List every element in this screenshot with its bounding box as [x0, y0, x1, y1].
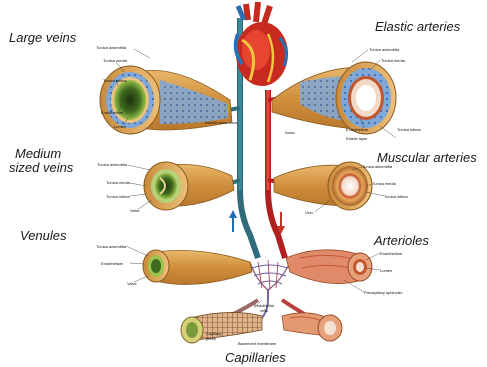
heart-icon: [236, 2, 288, 86]
label-cap-basement-membrane: Basement membrane: [238, 341, 276, 346]
capillary-arterial-end: [282, 313, 342, 341]
label-lv-lumen: Lumen: [114, 124, 126, 129]
title-medium-veins-line2: sized veins: [9, 160, 73, 175]
label-lv-tunica-media: Tunica media: [103, 58, 127, 63]
title-medium-veins-line1: Medium: [15, 146, 61, 161]
label-ma-tunica-adventitia: Tunica adventitia: [362, 164, 392, 169]
label-lv-tunica-adventitia: Tunica adventitia: [96, 45, 126, 50]
label-ma-vein: Vein: [305, 210, 313, 215]
label-cap-endothelial-cells: Endothelial cells: [252, 303, 276, 313]
arteriole-cross-section: [286, 250, 372, 284]
title-elastic-arteries: Elastic arteries: [375, 19, 460, 34]
label-vn-valve: Valve: [127, 281, 137, 286]
title-capillaries: Capillaries: [225, 350, 286, 365]
title-muscular-arteries: Muscular arteries: [377, 150, 477, 165]
label-mv-tunica-media: Tunica media: [106, 180, 130, 185]
label-lv-tunica-intima: Tunica intima: [103, 78, 127, 83]
venule-cross-section: [143, 250, 252, 284]
label-mv-valve: Valve: [130, 208, 140, 213]
title-venules: Venules: [20, 228, 67, 243]
label-ea-elastic-layer: Elastic layer: [346, 136, 368, 141]
elastic-artery-cross-section: [272, 62, 396, 134]
vessel-connectors: [188, 95, 340, 322]
label-ea-tunica-intima: Tunica intima: [397, 127, 421, 132]
label-ma-tunica-media: Tunica media: [372, 181, 396, 186]
title-arterioles: Arterioles: [374, 233, 429, 248]
muscular-artery-cross-section: [274, 162, 372, 210]
label-ea-tunica-media: Tunica media: [381, 58, 405, 63]
label-vn-endothelium: Endothelium: [101, 261, 123, 266]
title-large-veins: Large veins: [9, 30, 76, 45]
label-vn-tunica-adventitia: Tunica adventitia: [96, 244, 126, 249]
label-ar-endothelium: Endothelium: [380, 251, 402, 256]
label-lv-endothelium: Endothelium: [101, 110, 123, 115]
label-ar-precapillary-sphincter: Precapillary sphincter: [364, 290, 404, 295]
label-cap-capillary-pores: Capillary pores: [206, 331, 228, 341]
label-ar-lumen: Lumen: [380, 268, 392, 273]
medium-vein-cross-section: [144, 162, 234, 210]
label-ea-tunica-adventitia: Tunica adventitia: [369, 47, 399, 52]
arrow-up-icon: [229, 210, 237, 232]
label-mv-tunica-adventitia: Tunica adventitia: [97, 162, 127, 167]
label-ea-endothelium: Endothelium: [346, 127, 368, 132]
label-inferior-vena-cava: Inferior vena cava: [205, 120, 237, 125]
label-aorta: Aorta: [285, 130, 295, 135]
label-mv-tunica-intima: Tunica intima: [106, 194, 130, 199]
label-ma-tunica-intima: Tunica intima: [384, 194, 408, 199]
